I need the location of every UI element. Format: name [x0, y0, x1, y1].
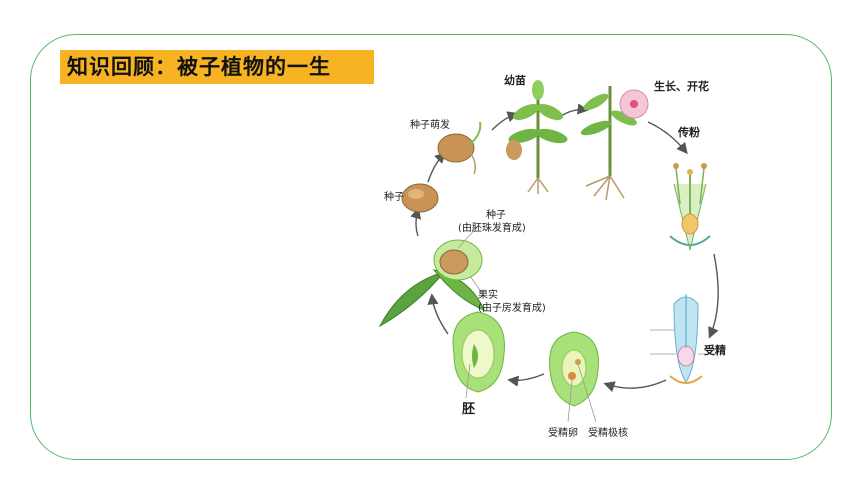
fruit-art [378, 225, 485, 328]
arrow-seed-to-germination [427, 152, 446, 183]
label-seed-inner: 种子 [486, 210, 506, 221]
diagram-art [378, 80, 719, 423]
fertilization-art [650, 294, 718, 384]
arrow-zygote-to-embryo [507, 373, 545, 387]
label-embryo: 胚 [462, 402, 476, 417]
seedling-art [506, 80, 568, 194]
arrow-fruit-to-seed [410, 207, 422, 237]
slide-frame [30, 34, 832, 460]
slide-title: 知识回顾：被子植物的一生 [60, 50, 374, 84]
label-fertilized-polar: 受精极核 [588, 428, 628, 439]
seed-art [401, 183, 439, 213]
arrow-flower-to-pollination [647, 121, 688, 155]
label-fruit: 果实 [478, 290, 498, 301]
label-seed: 种子 [384, 192, 404, 203]
label-fruit-note: (由子房发育成) [478, 303, 546, 314]
zygote-ovule-art [549, 331, 599, 423]
label-growth-flower: 生长、开花 [654, 80, 709, 93]
arrow-pollination-to-fertilization [708, 253, 719, 339]
label-fertilization: 受精 [704, 344, 726, 357]
label-pollination: 传粉 [678, 126, 700, 139]
arrow-germination-to-seedling [491, 111, 519, 131]
label-fertilized-egg: 受精卵 [548, 428, 578, 439]
plant-life-cycle-diagram: 幼苗 生长、开花 种子萌发 传粉 种子 种子 (由胚珠发育成) 果实 (由子房发… [374, 64, 740, 439]
label-seedling: 幼苗 [504, 74, 526, 87]
label-germination: 种子萌发 [410, 120, 450, 131]
label-seed-inner-note: (由胚珠发育成) [458, 223, 526, 234]
arrow-embryo-to-fruit [427, 293, 449, 335]
pollination-art [669, 163, 711, 251]
embryo-seed-art [452, 311, 505, 399]
flowering-plant-art [580, 86, 649, 201]
germinating-seed-art [437, 121, 482, 175]
arrow-fertilization-to-zygote [603, 379, 667, 392]
